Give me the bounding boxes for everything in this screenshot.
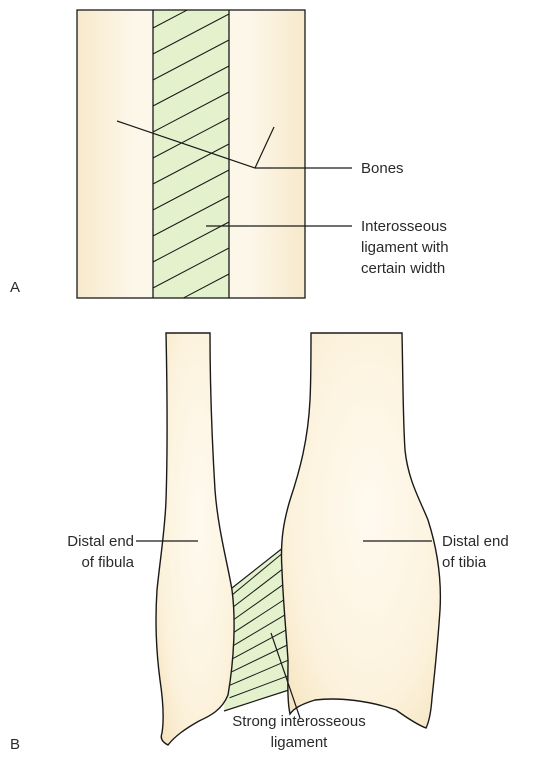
hatch-line (153, 0, 229, 2)
interosseous-ligament-label: Interosseous ligament with certain width (361, 216, 449, 279)
tibia-bone (281, 333, 440, 728)
panel-a-letter: A (10, 279, 20, 296)
label-line: Interosseous (361, 216, 449, 237)
interosseous-ligament-band (153, 10, 229, 298)
label-line: ligament with (361, 237, 449, 258)
bones-label: Bones (361, 158, 404, 179)
label-line: Distal end (24, 531, 134, 552)
label-line: of tibia (442, 552, 509, 573)
strong-ligament-label: Strong interosseous ligament (204, 711, 394, 753)
label-line: of fibula (24, 552, 134, 573)
tibia-label: Distal end of tibia (442, 531, 509, 573)
label-line: ligament (204, 732, 394, 753)
fibula-bone (156, 333, 234, 745)
panel-b-diagram (136, 333, 440, 745)
fibula-label: Distal end of fibula (24, 531, 134, 573)
label-line: certain width (361, 258, 449, 279)
panel-b-letter: B (10, 736, 20, 753)
label-line: Distal end (442, 531, 509, 552)
label-line: Strong interosseous (204, 711, 394, 732)
